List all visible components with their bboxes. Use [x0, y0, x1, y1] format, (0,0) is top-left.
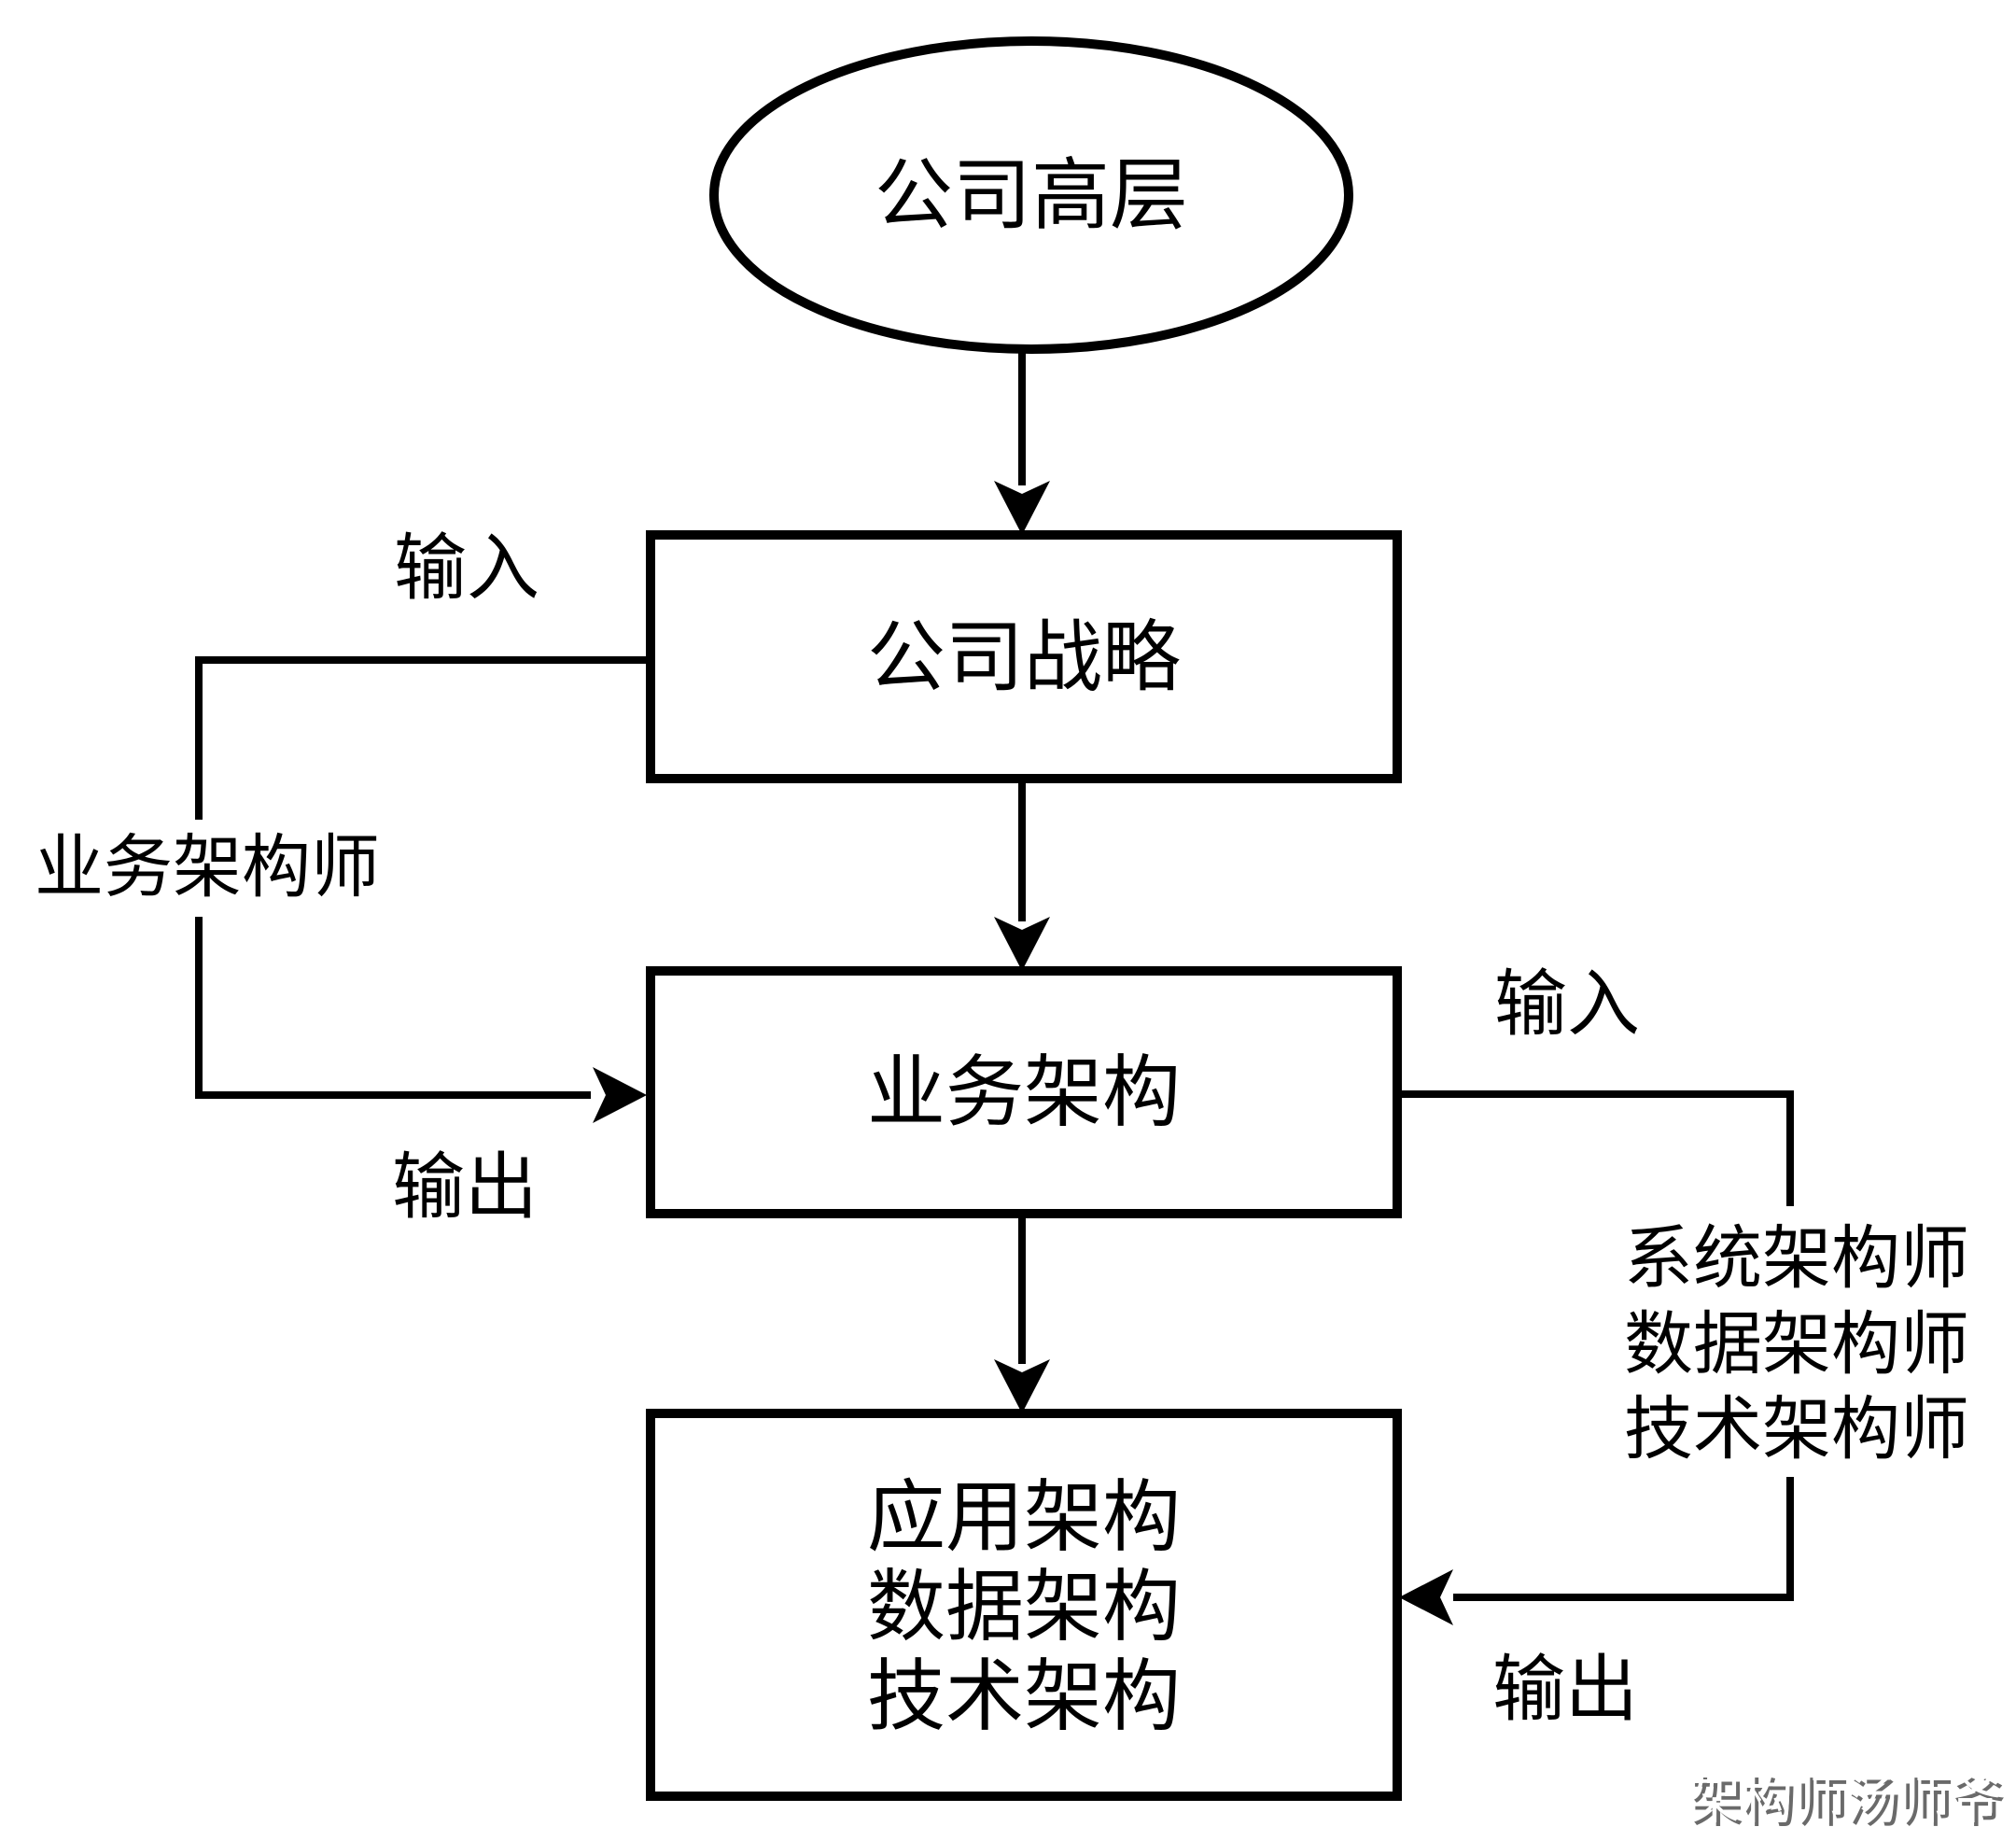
implementation-architecture-box [646, 1409, 1402, 1801]
business-architecture-label: 业务架构 [867, 1047, 1181, 1138]
arrow-strategy-to-business-head [994, 917, 1050, 971]
right-output-label: 输出 [1492, 1648, 1638, 1732]
left-output-label: 输出 [392, 1145, 538, 1230]
right-feedback-arrowhead [1399, 1569, 1453, 1625]
right-role-label-line-1: 系统架构师 [1624, 1218, 1969, 1299]
left-feedback-arrowhead [593, 1067, 647, 1123]
strategy-box [646, 530, 1402, 783]
right-input-label: 输入 [1494, 963, 1640, 1047]
watermark-shadow: 架构师汤师爷 [1692, 1775, 2006, 1835]
left-input-label: 输入 [394, 527, 539, 611]
left-role-label-bg [33, 820, 383, 917]
right-role-label-line-2: 数据架构师 [1624, 1304, 1969, 1384]
arrow-executives-to-strategy-head [994, 481, 1050, 535]
implementation-label-line-3: 技术架构 [867, 1651, 1181, 1742]
watermark: 架构师汤师爷 [1688, 1771, 2002, 1832]
arrow-business-to-implementation-head [994, 1359, 1050, 1413]
executives-ellipse [709, 36, 1353, 354]
implementation-label-line-1: 应用架构 [867, 1471, 1181, 1563]
right-roles-label-bg [1621, 1206, 1976, 1477]
executives-label: 公司高层 [875, 149, 1188, 241]
business-architecture-box [646, 966, 1402, 1218]
strategy-label: 公司战略 [867, 611, 1181, 703]
implementation-label-line-2: 数据架构 [867, 1561, 1181, 1652]
left-role-label: 业务架构师 [35, 827, 380, 907]
right-role-label-line-3: 技术架构师 [1624, 1389, 1969, 1469]
